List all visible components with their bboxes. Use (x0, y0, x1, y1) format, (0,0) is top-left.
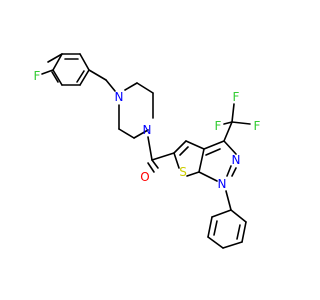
bond (223, 121, 233, 125)
bond-c-o-double (147, 162, 155, 173)
bond (211, 209, 232, 218)
bond (173, 152, 180, 169)
bond (52, 53, 63, 71)
bond (230, 209, 247, 223)
bond (207, 216, 213, 238)
oxygen-atom-label: O (140, 170, 149, 184)
thiophene-ring (173, 140, 205, 177)
bond (133, 129, 149, 139)
bond (124, 82, 138, 91)
molecule-structure-diagram: F N N O S N N F F F (33, 53, 261, 249)
bond (236, 224, 241, 240)
bond (51, 71, 59, 83)
atom-label-layer: F N N O S N N F F F (34, 69, 261, 191)
bond-layer (41, 53, 251, 249)
bond (52, 69, 63, 86)
bond (222, 241, 243, 249)
sulfur-atom-label: S (179, 165, 187, 179)
bond (241, 221, 247, 243)
nitrogen-atom-label: N (232, 153, 241, 167)
fluorine-atom-label: F (215, 119, 222, 133)
bond (207, 236, 224, 249)
bond (173, 140, 187, 154)
bond-c-o (151, 159, 159, 169)
bond (198, 148, 205, 173)
bond (79, 69, 90, 86)
bond (118, 128, 135, 139)
bond-n-phenyl (225, 190, 232, 211)
bond-carbonyl-thiophene (151, 152, 175, 161)
bond (223, 140, 237, 155)
bond-n-carbonyl (147, 136, 153, 161)
nitrogen-atom-label: N (115, 90, 124, 104)
bond-ch2-n (105, 79, 116, 92)
bond (231, 103, 235, 123)
bond (213, 220, 218, 236)
pyrazole-ring (198, 140, 237, 182)
bond (185, 140, 205, 150)
trifluoromethyl-group (223, 103, 251, 142)
piperazine-ring (118, 82, 154, 139)
nitrogen-atom-label: N (218, 177, 227, 191)
bond (205, 148, 221, 156)
bond (79, 53, 90, 71)
bond (226, 165, 232, 177)
nitrogen-atom-label: N (143, 123, 152, 137)
bond (203, 140, 225, 150)
bond (198, 171, 218, 182)
bond (231, 121, 251, 125)
bond-benzyl (88, 69, 107, 81)
bond (179, 146, 189, 156)
fluorine-atom-label: F (34, 69, 41, 83)
phenyl-ring (207, 209, 247, 249)
bond (231, 167, 237, 177)
bond (223, 121, 233, 142)
bond (186, 171, 200, 177)
fluorine-atom-label: F (254, 119, 261, 133)
bond (47, 53, 63, 63)
bond-c-f (41, 69, 54, 75)
fluorine-atom-label: F (233, 90, 240, 104)
bond (76, 70, 85, 83)
bond (136, 82, 154, 94)
fluorophenyl-ring (41, 53, 90, 86)
